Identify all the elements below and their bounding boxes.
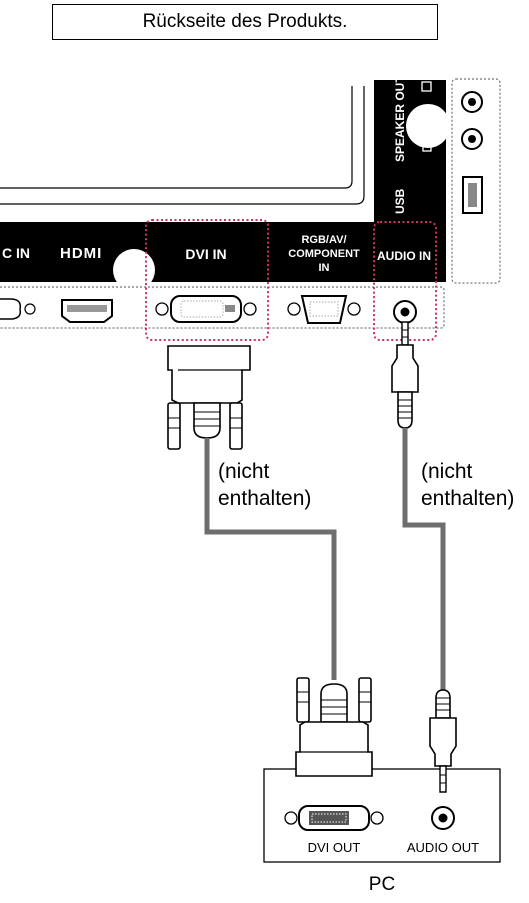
dvi-in-blade	[225, 305, 235, 312]
monitor-back-outline-inner	[0, 86, 353, 189]
dvi-bottom-connector	[295, 721, 373, 777]
speaker-jack-2-center	[468, 135, 476, 143]
dvi-top-screw-right	[229, 402, 243, 450]
audio-bottom-plug-body	[429, 717, 457, 767]
dvi-in-label: DVI IN	[185, 246, 226, 262]
hdmi-label: HDMI	[60, 245, 102, 262]
c-in-label: C IN	[2, 245, 30, 261]
dvi-note-line1: (nicht	[218, 460, 270, 483]
dvi-bottom-strain-relief	[320, 683, 348, 723]
speaker-icon-top	[421, 81, 432, 92]
rgb-screw-left	[287, 302, 301, 316]
title-text: Rückseite des Produkts.	[142, 11, 348, 32]
dvi-in-port	[170, 295, 242, 323]
usb-port-inner	[468, 183, 477, 207]
hdmi-port-inner	[67, 305, 107, 312]
dvi-cable	[204, 438, 337, 680]
audio-bottom-plug-tip	[439, 765, 447, 793]
side-panel	[374, 80, 446, 222]
monitor-back-outline	[0, 86, 365, 205]
audio-note-line2: enthalten)	[421, 487, 514, 510]
dvi-note-line2: enthalten)	[218, 487, 311, 510]
rgb-label-line3: IN	[319, 262, 330, 274]
side-connector-area	[451, 78, 501, 284]
speaker-icon-bottom	[422, 142, 432, 152]
audio-top-plug-tip	[401, 321, 409, 346]
pc-dvi-out-label: DVI OUT	[308, 840, 361, 855]
pc-audio-out-label: AUDIO OUT	[407, 840, 479, 855]
dvi-top-screw-left	[167, 402, 181, 450]
label-strip	[0, 222, 446, 282]
audio-cable	[402, 428, 446, 690]
port-row-outline	[0, 286, 445, 329]
partial-port-screw	[24, 303, 36, 315]
usb-label: USB	[393, 188, 407, 214]
audio-top-strain-relief	[397, 391, 413, 429]
speaker-knob	[406, 104, 450, 148]
audio-in-label: AUDIO IN	[377, 249, 431, 263]
rgb-label-line2: COMPONENT	[288, 248, 360, 260]
dvi-in-screw-left	[155, 302, 169, 316]
pc-dvi-screw-right	[370, 811, 384, 825]
pc-audio-out-jack-center	[438, 813, 448, 823]
pc-label: PC	[369, 874, 395, 895]
dvi-in-highlight	[145, 219, 269, 341]
title-box: Rückseite des Produkts.	[52, 4, 438, 40]
rgb-label-line1: RGB/AV/	[301, 234, 346, 246]
dvi-top-strain-relief	[193, 402, 221, 439]
rgb-port	[300, 295, 348, 324]
dvi-bottom-screw-right	[358, 677, 372, 723]
dvi-bottom-screw-left	[296, 677, 310, 723]
audio-note-line1: (nicht	[421, 460, 473, 483]
audio-in-jack-center	[400, 307, 410, 317]
pc-dvi-screw-left	[284, 811, 298, 825]
dvi-in-pins	[180, 300, 224, 318]
speaker-jack-1-center	[468, 98, 476, 106]
rgb-screw-right	[347, 302, 361, 316]
dvi-cable-top-connector	[167, 345, 251, 404]
audio-top-plug-body	[391, 344, 419, 393]
partial-port-left	[0, 298, 22, 320]
panel-knob	[113, 249, 155, 291]
pc-dvi-pins	[309, 811, 349, 825]
dvi-in-screw-right	[243, 302, 257, 316]
speaker-out-label: SPEAKER OUT	[393, 75, 407, 162]
